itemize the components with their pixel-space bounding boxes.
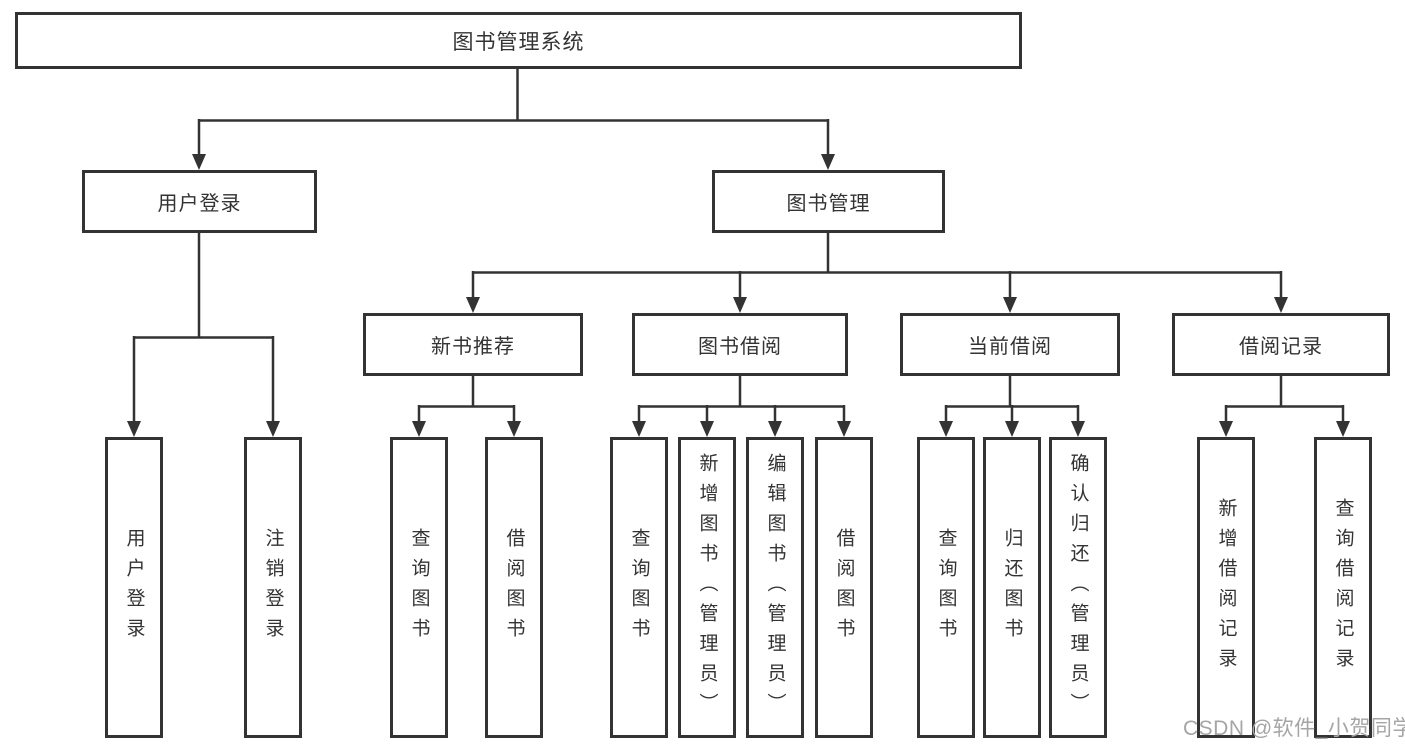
leaf-br-add-borrow-record-label: 新增借阅记录 — [1215, 497, 1237, 678]
leaf-nb-borrow-books-label: 借阅图书 — [503, 527, 525, 648]
node-new-book-recommendation-label: 新书推荐 — [431, 336, 515, 358]
leaf-br-query-borrow-record-label: 查询借阅记录 — [1332, 497, 1354, 678]
leaf-br-add-borrow-record: 新增借阅记录 — [1197, 437, 1255, 738]
node-user-login-label: 用户登录 — [157, 193, 242, 215]
node-current-borrowing: 当前借阅 — [900, 313, 1120, 376]
node-user-login: 用户登录 — [82, 170, 317, 233]
leaf-bb-add-books-admin-label: 新增图书（管理员） — [696, 452, 718, 723]
node-borrowing-records: 借阅记录 — [1172, 313, 1390, 376]
leaf-bb-borrow-books-label: 借阅图书 — [833, 527, 855, 648]
node-library-system-label: 图书管理系统 — [452, 30, 585, 54]
leaf-logout: 注销登录 — [244, 437, 302, 738]
leaf-cb-query-books: 查询图书 — [917, 437, 975, 738]
leaf-cb-query-books-label: 查询图书 — [935, 527, 957, 648]
leaf-br-query-borrow-record: 查询借阅记录 — [1314, 437, 1372, 738]
leaf-bb-edit-books-admin-label: 编辑图书（管理员） — [764, 452, 786, 723]
leaf-nb-borrow-books: 借阅图书 — [485, 437, 543, 738]
node-current-borrowing-label: 当前借阅 — [968, 336, 1052, 358]
leaf-user-login-label: 用户登录 — [123, 527, 145, 648]
node-library-system: 图书管理系统 — [15, 12, 1022, 69]
leaf-cb-return-books-label: 归还图书 — [1001, 527, 1023, 648]
watermark: CSDN @软件_小贺同学 — [1183, 717, 1405, 740]
node-book-borrowing: 图书借阅 — [632, 313, 848, 376]
node-book-management-label: 图书管理 — [786, 193, 871, 215]
node-borrowing-records-label: 借阅记录 — [1239, 336, 1323, 358]
leaf-bb-query-books: 查询图书 — [610, 437, 668, 738]
leaf-bb-add-books-admin: 新增图书（管理员） — [678, 437, 736, 738]
leaf-nb-query-books-label: 查询图书 — [408, 527, 430, 648]
leaf-nb-query-books: 查询图书 — [390, 437, 448, 738]
node-book-borrowing-label: 图书借阅 — [698, 336, 782, 358]
leaf-bb-query-books-label: 查询图书 — [628, 527, 650, 648]
leaf-cb-confirm-return-admin-label: 确认归还（管理员） — [1067, 452, 1089, 723]
leaf-cb-confirm-return-admin: 确认归还（管理员） — [1049, 437, 1107, 738]
leaf-user-login: 用户登录 — [105, 437, 163, 738]
leaf-cb-return-books: 归还图书 — [983, 437, 1041, 738]
leaf-bb-edit-books-admin: 编辑图书（管理员） — [746, 437, 804, 738]
leaf-logout-label: 注销登录 — [262, 527, 284, 648]
node-book-management: 图书管理 — [712, 170, 945, 233]
leaf-bb-borrow-books: 借阅图书 — [815, 437, 873, 738]
node-new-book-recommendation: 新书推荐 — [363, 313, 583, 376]
